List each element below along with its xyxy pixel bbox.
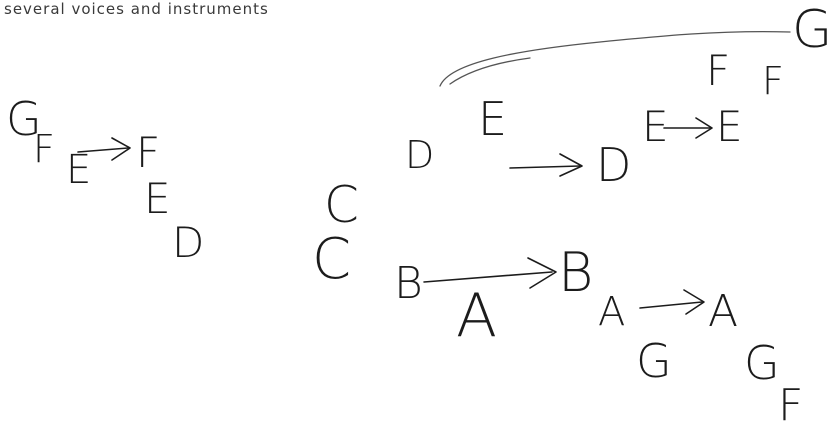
note-f: F bbox=[762, 59, 784, 103]
note-b: B bbox=[558, 241, 594, 304]
note-a: A bbox=[598, 289, 626, 335]
note-e: E bbox=[478, 92, 508, 146]
curved-line bbox=[439, 30, 791, 87]
note-f: F bbox=[778, 380, 804, 431]
note-g: G bbox=[792, 0, 833, 60]
note-f: F bbox=[706, 46, 731, 95]
note-g: G bbox=[744, 336, 780, 390]
note-d: D bbox=[405, 133, 435, 177]
note-d: D bbox=[172, 218, 205, 267]
note-e: E bbox=[66, 147, 92, 193]
note-a: A bbox=[456, 281, 498, 351]
note-f: F bbox=[136, 128, 161, 177]
note-e: E bbox=[642, 102, 669, 151]
arrow-icon bbox=[663, 117, 713, 139]
note-e: E bbox=[716, 102, 743, 151]
note-g: G bbox=[636, 334, 672, 388]
note-c: C bbox=[312, 227, 352, 292]
caption-text: several voices and instruments bbox=[4, 0, 269, 18]
arrow-icon bbox=[639, 289, 705, 315]
note-e: E bbox=[144, 174, 171, 223]
arrow-icon bbox=[77, 137, 131, 161]
note-a: A bbox=[708, 286, 739, 337]
arrow-icon bbox=[423, 257, 557, 289]
arrow-icon bbox=[509, 153, 583, 177]
note-g: G bbox=[6, 92, 42, 146]
note-f: F bbox=[33, 127, 55, 171]
note-d: D bbox=[596, 138, 632, 192]
note-c: C bbox=[324, 176, 359, 234]
note-b: B bbox=[394, 258, 423, 309]
